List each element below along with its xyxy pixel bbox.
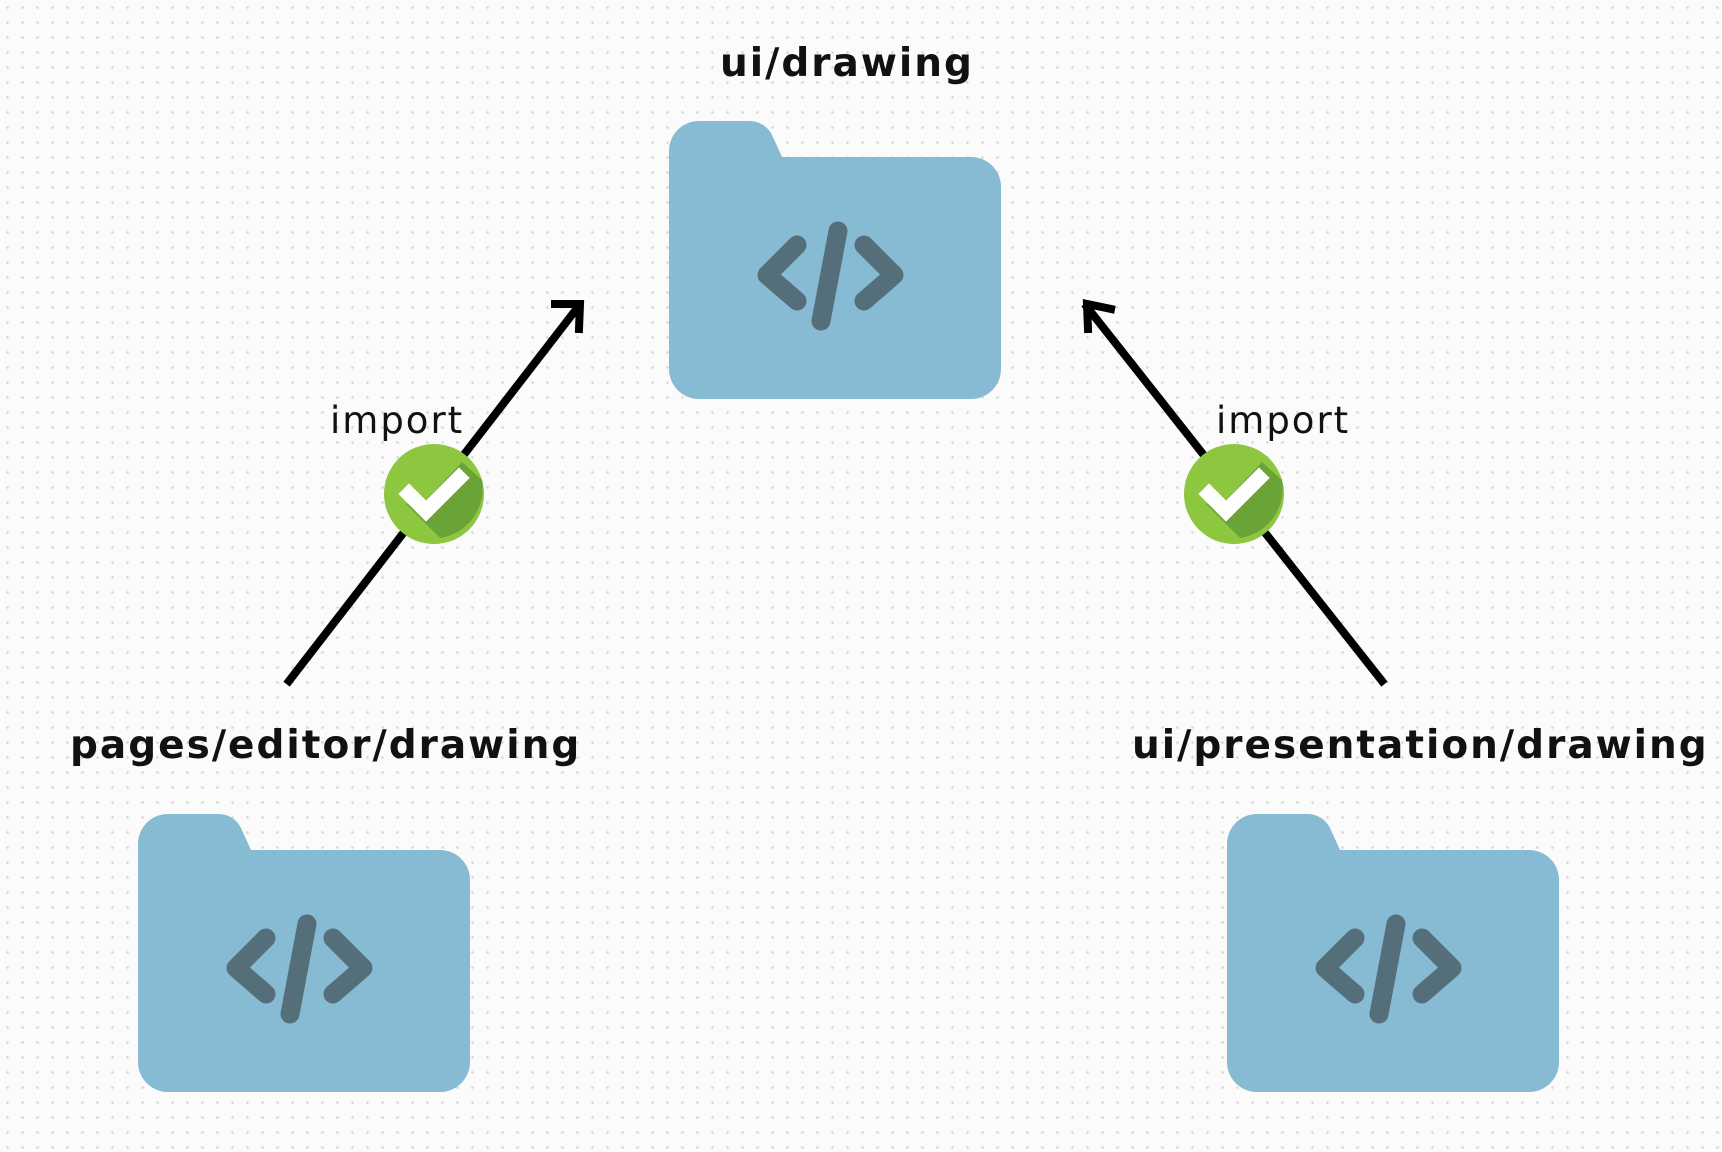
code-folder-icon xyxy=(138,814,470,1092)
check-circle-icon xyxy=(384,444,484,544)
folder-ui-presentation-drawing xyxy=(1227,814,1559,1092)
arrowhead-right xyxy=(1082,299,1116,334)
edge-label-import-left: import xyxy=(330,399,465,442)
node-label-ui-presentation-drawing: ui/presentation/drawing xyxy=(1132,723,1709,768)
code-folder-icon xyxy=(669,121,1001,399)
check-circle-icon xyxy=(1184,444,1284,544)
folder-pages-editor-drawing xyxy=(138,814,470,1092)
arrowhead-left xyxy=(551,300,585,334)
edge-label-import-right: import xyxy=(1216,399,1351,442)
code-folder-icon xyxy=(1227,814,1559,1092)
folder-ui-drawing xyxy=(669,121,1001,399)
node-label-pages-editor-drawing: pages/editor/drawing xyxy=(70,723,582,768)
node-label-ui-drawing: ui/drawing xyxy=(720,41,974,86)
